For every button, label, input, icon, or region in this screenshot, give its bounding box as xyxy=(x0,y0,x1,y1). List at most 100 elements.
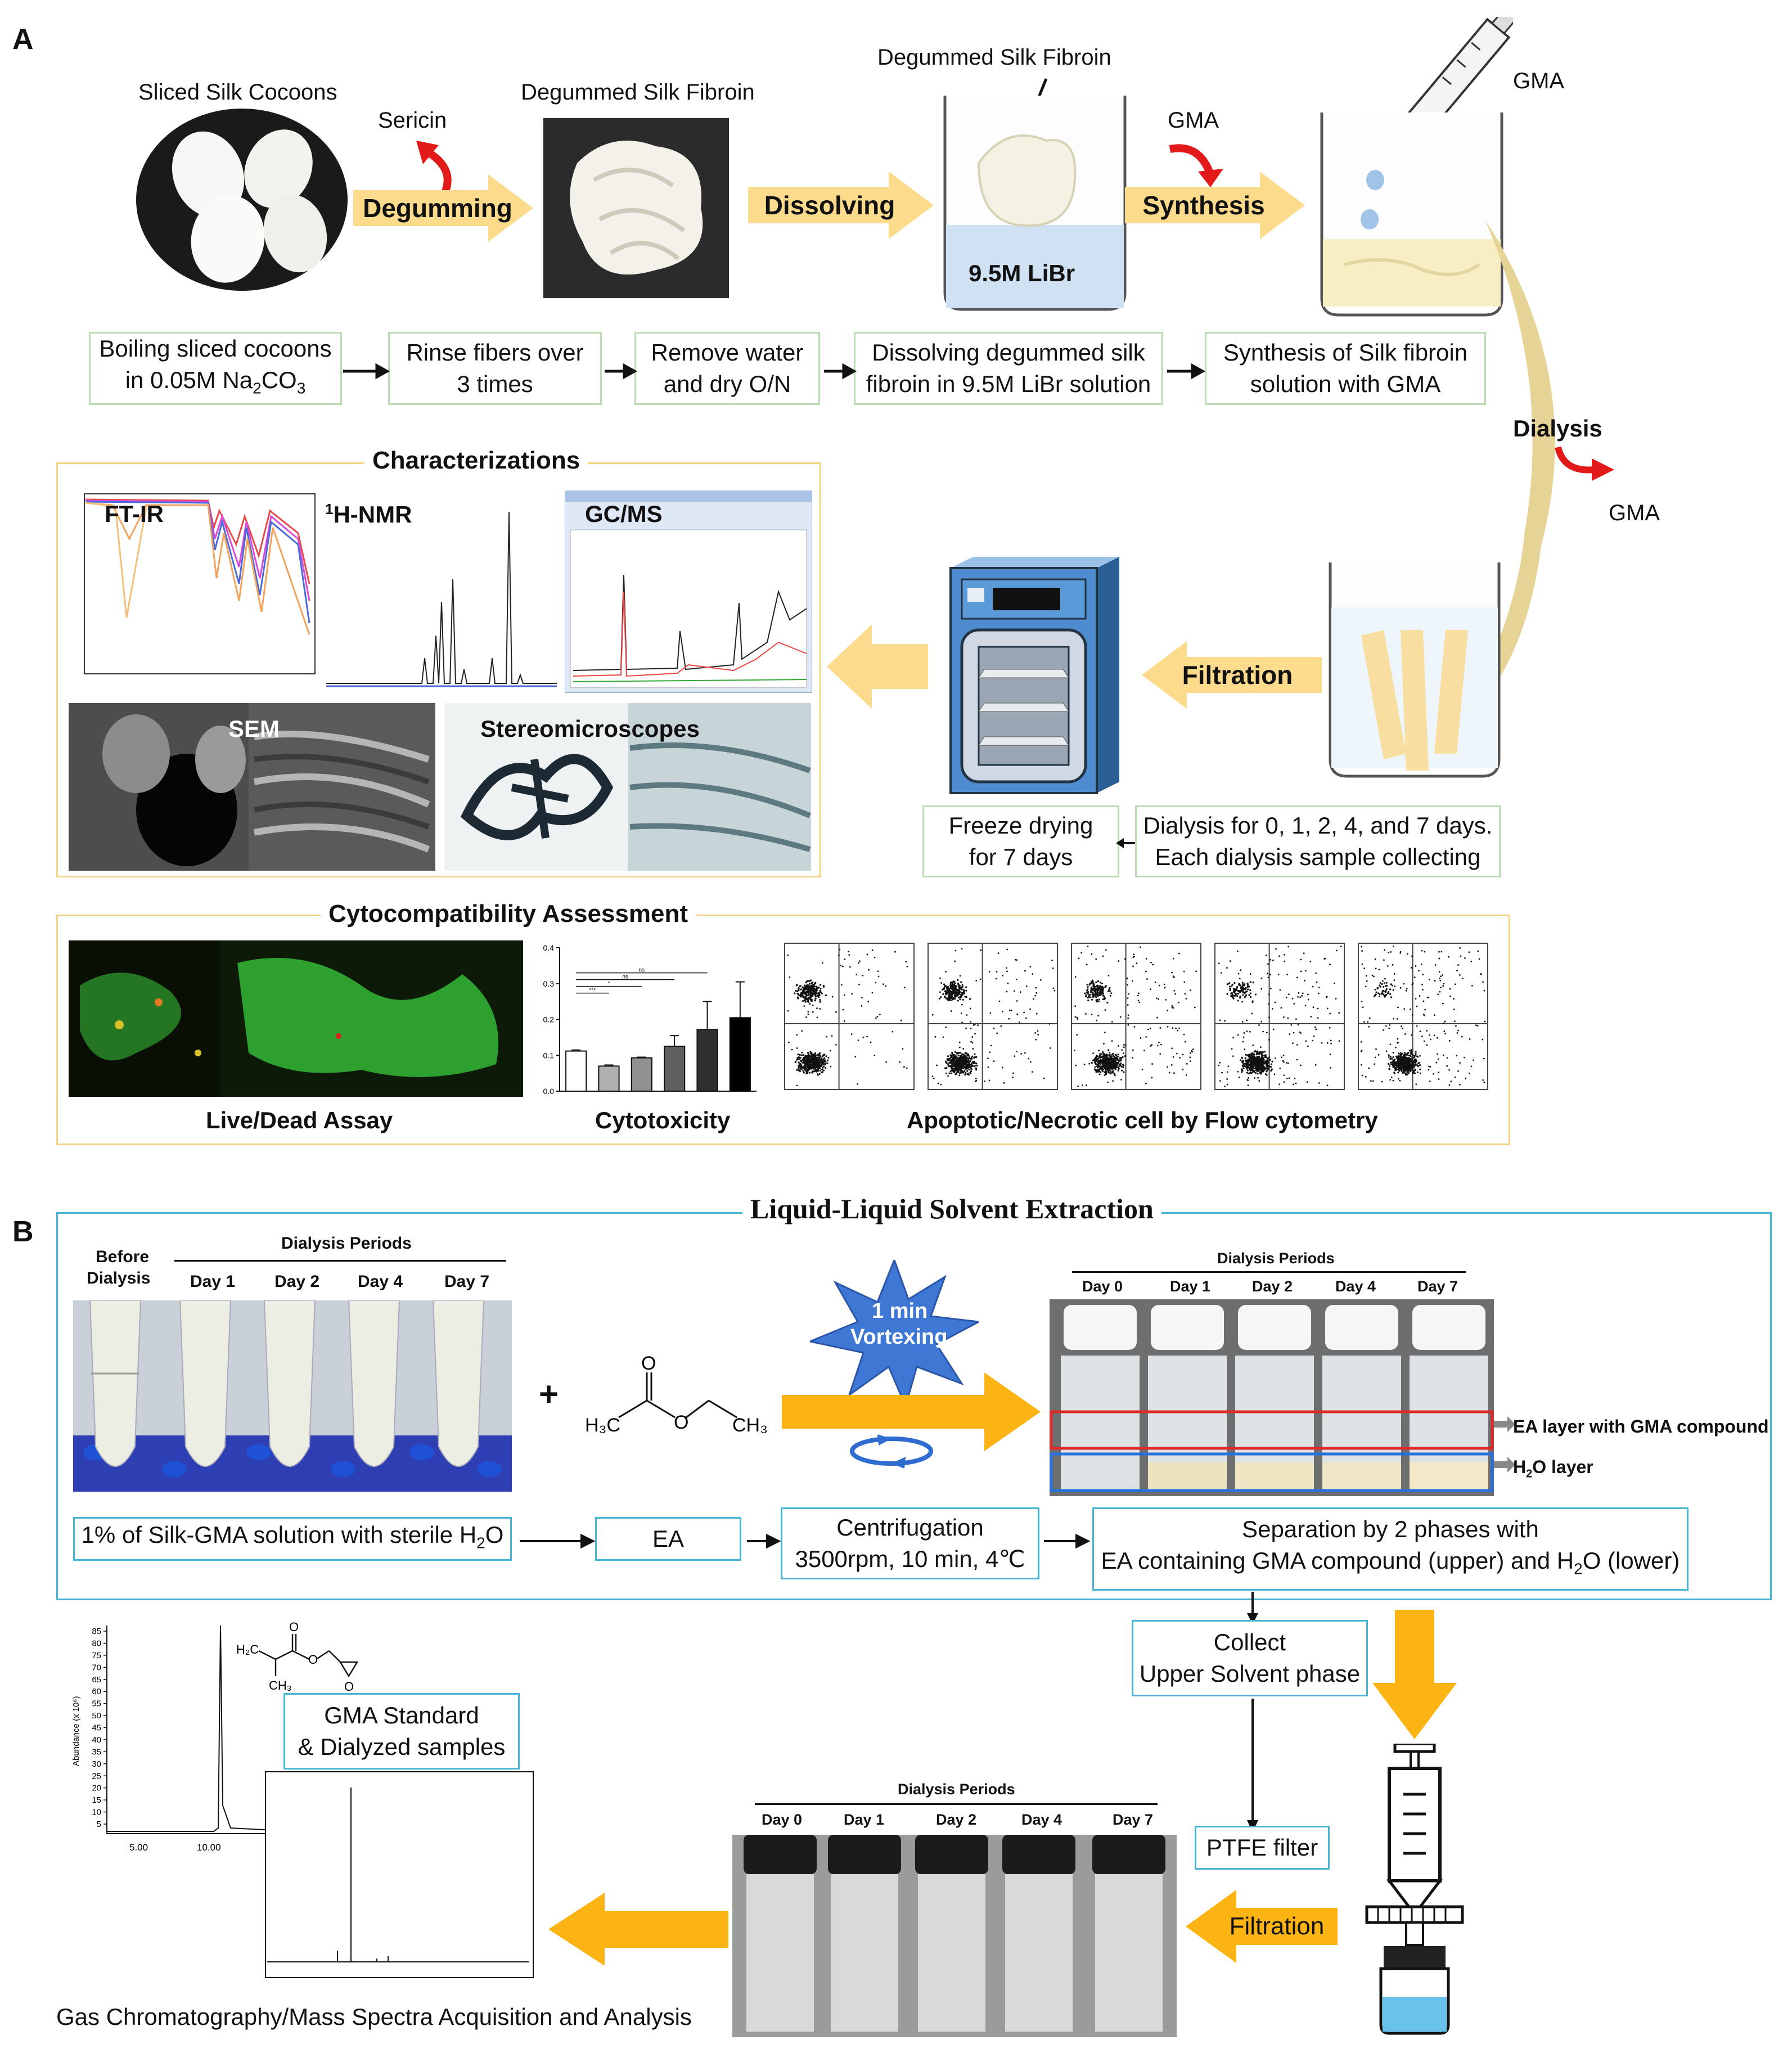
chrom-ytick-label: 20 xyxy=(92,1784,101,1793)
box-silk-gma-solution: 1% of Silk-GMA solution with sterile H2O xyxy=(73,1517,512,1561)
vial-bottom-day-1: Day 1 xyxy=(844,1811,885,1828)
flow-label: Apoptotic/Necrotic cell by Flow cytometr… xyxy=(907,1107,1378,1133)
vial-bottom-day-7: Day 7 xyxy=(1113,1811,1154,1828)
tube-day-1: Day 1 xyxy=(190,1272,236,1291)
vortex-label-2: Vortexing xyxy=(850,1325,948,1349)
synthesis-arrow-icon xyxy=(1125,172,1305,239)
chrom-ytick-label: 25 xyxy=(92,1771,101,1781)
chrom-ytick-label: 75 xyxy=(92,1651,101,1660)
chrom-ytick-label: 50 xyxy=(92,1711,101,1721)
layer-pointers xyxy=(1494,1416,1515,1473)
ea-layer-label: EA layer with GMA compound xyxy=(1513,1416,1769,1437)
down-arrow-icon xyxy=(1372,1610,1457,1739)
y-tick-label: 0.2 xyxy=(543,1015,555,1024)
y-tick-label: 0.4 xyxy=(543,943,555,952)
bar xyxy=(664,1046,686,1092)
flow-plot-frame xyxy=(1214,943,1345,1090)
ea-h3c: H₃C xyxy=(585,1415,620,1436)
dialysis-periods-tubes-line xyxy=(174,1260,506,1262)
dialysis-label: Dialysis xyxy=(1513,415,1602,442)
stereomicroscope-image xyxy=(444,703,811,871)
chrom-ytick-label: 35 xyxy=(92,1747,101,1757)
b-row-arrows xyxy=(520,1533,1091,1549)
chrom-ytick-label: 15 xyxy=(92,1795,101,1805)
cytotoxicity-label: Cytotoxicity xyxy=(595,1107,731,1133)
vial-top-day-7: Day 7 xyxy=(1417,1278,1458,1295)
to-ptfe-arrow xyxy=(1247,1699,1258,1833)
syringe-filter-icon xyxy=(1365,1744,1464,2035)
nmr-label: 1H-NMR xyxy=(325,501,412,528)
h2o-layer-label: H2O layer xyxy=(1513,1457,1593,1480)
significance-label: *** xyxy=(589,988,596,994)
sem-image xyxy=(69,703,435,871)
degumming-arrow-icon xyxy=(353,174,533,242)
bar xyxy=(565,1050,587,1092)
vial-bottom-day-4: Day 4 xyxy=(1021,1811,1062,1828)
label-gma-syringe: GMA xyxy=(1513,69,1565,93)
gma-ch3: CH₃ xyxy=(269,1678,292,1692)
vial-top-day-0: Day 0 xyxy=(1082,1278,1123,1295)
label-gma-out: GMA xyxy=(1609,501,1660,525)
nmr-plot xyxy=(326,511,557,687)
chrom-ytick-label: 5 xyxy=(97,1820,101,1829)
box-ea: EA xyxy=(595,1517,741,1561)
vials-separation-photo xyxy=(1050,1299,1494,1496)
flow-cytometry-plots xyxy=(784,943,1488,1090)
cytocompatibility-title: Cytocompatibility Assessment xyxy=(321,900,696,928)
chrom-ytick-label: 45 xyxy=(92,1723,101,1733)
significance-label: ns xyxy=(639,967,645,974)
beaker-libr-icon xyxy=(943,78,1127,311)
degummed-silk-photo xyxy=(543,118,729,298)
vial-bottom-day-2: Day 2 xyxy=(936,1811,977,1828)
dialysis-periods-vials-bottom-line xyxy=(755,1803,1158,1805)
sericin-arrow-icon xyxy=(416,141,452,196)
y-tick-label: 0.1 xyxy=(543,1051,555,1060)
chrom-ytick-label: 60 xyxy=(92,1687,101,1696)
dialysis-curve-icon xyxy=(1479,219,1555,692)
vortex-arrow-icon xyxy=(782,1372,1041,1451)
vial-top-day-4: Day 4 xyxy=(1335,1278,1376,1295)
chrom-ytick-label: 55 xyxy=(92,1699,101,1709)
filtration-b-label: Filtration xyxy=(1229,1912,1325,1940)
ftir-label: FT-IR xyxy=(105,501,164,527)
mass-spectrum xyxy=(265,1771,534,1978)
dialysis-periods-vials-top-line xyxy=(1072,1271,1466,1273)
gma-h2c: H₂C xyxy=(236,1642,259,1656)
tube-day-7: Day 7 xyxy=(444,1272,490,1291)
flow-dots xyxy=(1218,946,1342,1087)
live-dead-label: Live/Dead Assay xyxy=(206,1107,393,1133)
gma-structure: H₂C CH₃ O O O xyxy=(236,1620,359,1694)
gma-in-arrow-icon xyxy=(1169,144,1223,187)
tube-day-2: Day 2 xyxy=(274,1272,320,1291)
box-gma-standard: GMA Standard& Dialyzed samples xyxy=(283,1693,520,1770)
flow-plot-frame xyxy=(1071,943,1201,1090)
bar xyxy=(696,1029,718,1092)
chrom-ytick-label: 70 xyxy=(92,1663,101,1672)
chrom-ytick-label: 40 xyxy=(92,1735,101,1745)
significance-label: ns xyxy=(622,974,628,980)
extraction-title: Liquid-Liquid Solvent Extraction xyxy=(742,1192,1161,1225)
live-dead-image xyxy=(69,940,523,1097)
dialysis-periods-vials-top: Dialysis Periods xyxy=(1217,1250,1335,1267)
label-sericin: Sericin xyxy=(378,108,447,133)
sem-label: SEM xyxy=(228,715,280,742)
cocoons-photo xyxy=(136,109,348,291)
ea-o1: O xyxy=(641,1353,656,1374)
vortex-label-1: 1 min xyxy=(872,1299,928,1323)
gma-o3: O xyxy=(344,1680,354,1694)
filtered-vials-photo xyxy=(732,1835,1177,2037)
chrom-xtick-5: 5.00 xyxy=(129,1842,148,1853)
plus-sign: + xyxy=(539,1375,559,1413)
to-gcms-arrow-icon xyxy=(548,1893,728,1966)
chrom-ytick-label: 30 xyxy=(92,1759,101,1769)
dialysis-beaker-icon xyxy=(1329,562,1501,778)
to-collect-arrow xyxy=(1247,1592,1258,1624)
gma-out-arrow-icon xyxy=(1555,446,1614,481)
flow-dots xyxy=(1074,946,1197,1087)
